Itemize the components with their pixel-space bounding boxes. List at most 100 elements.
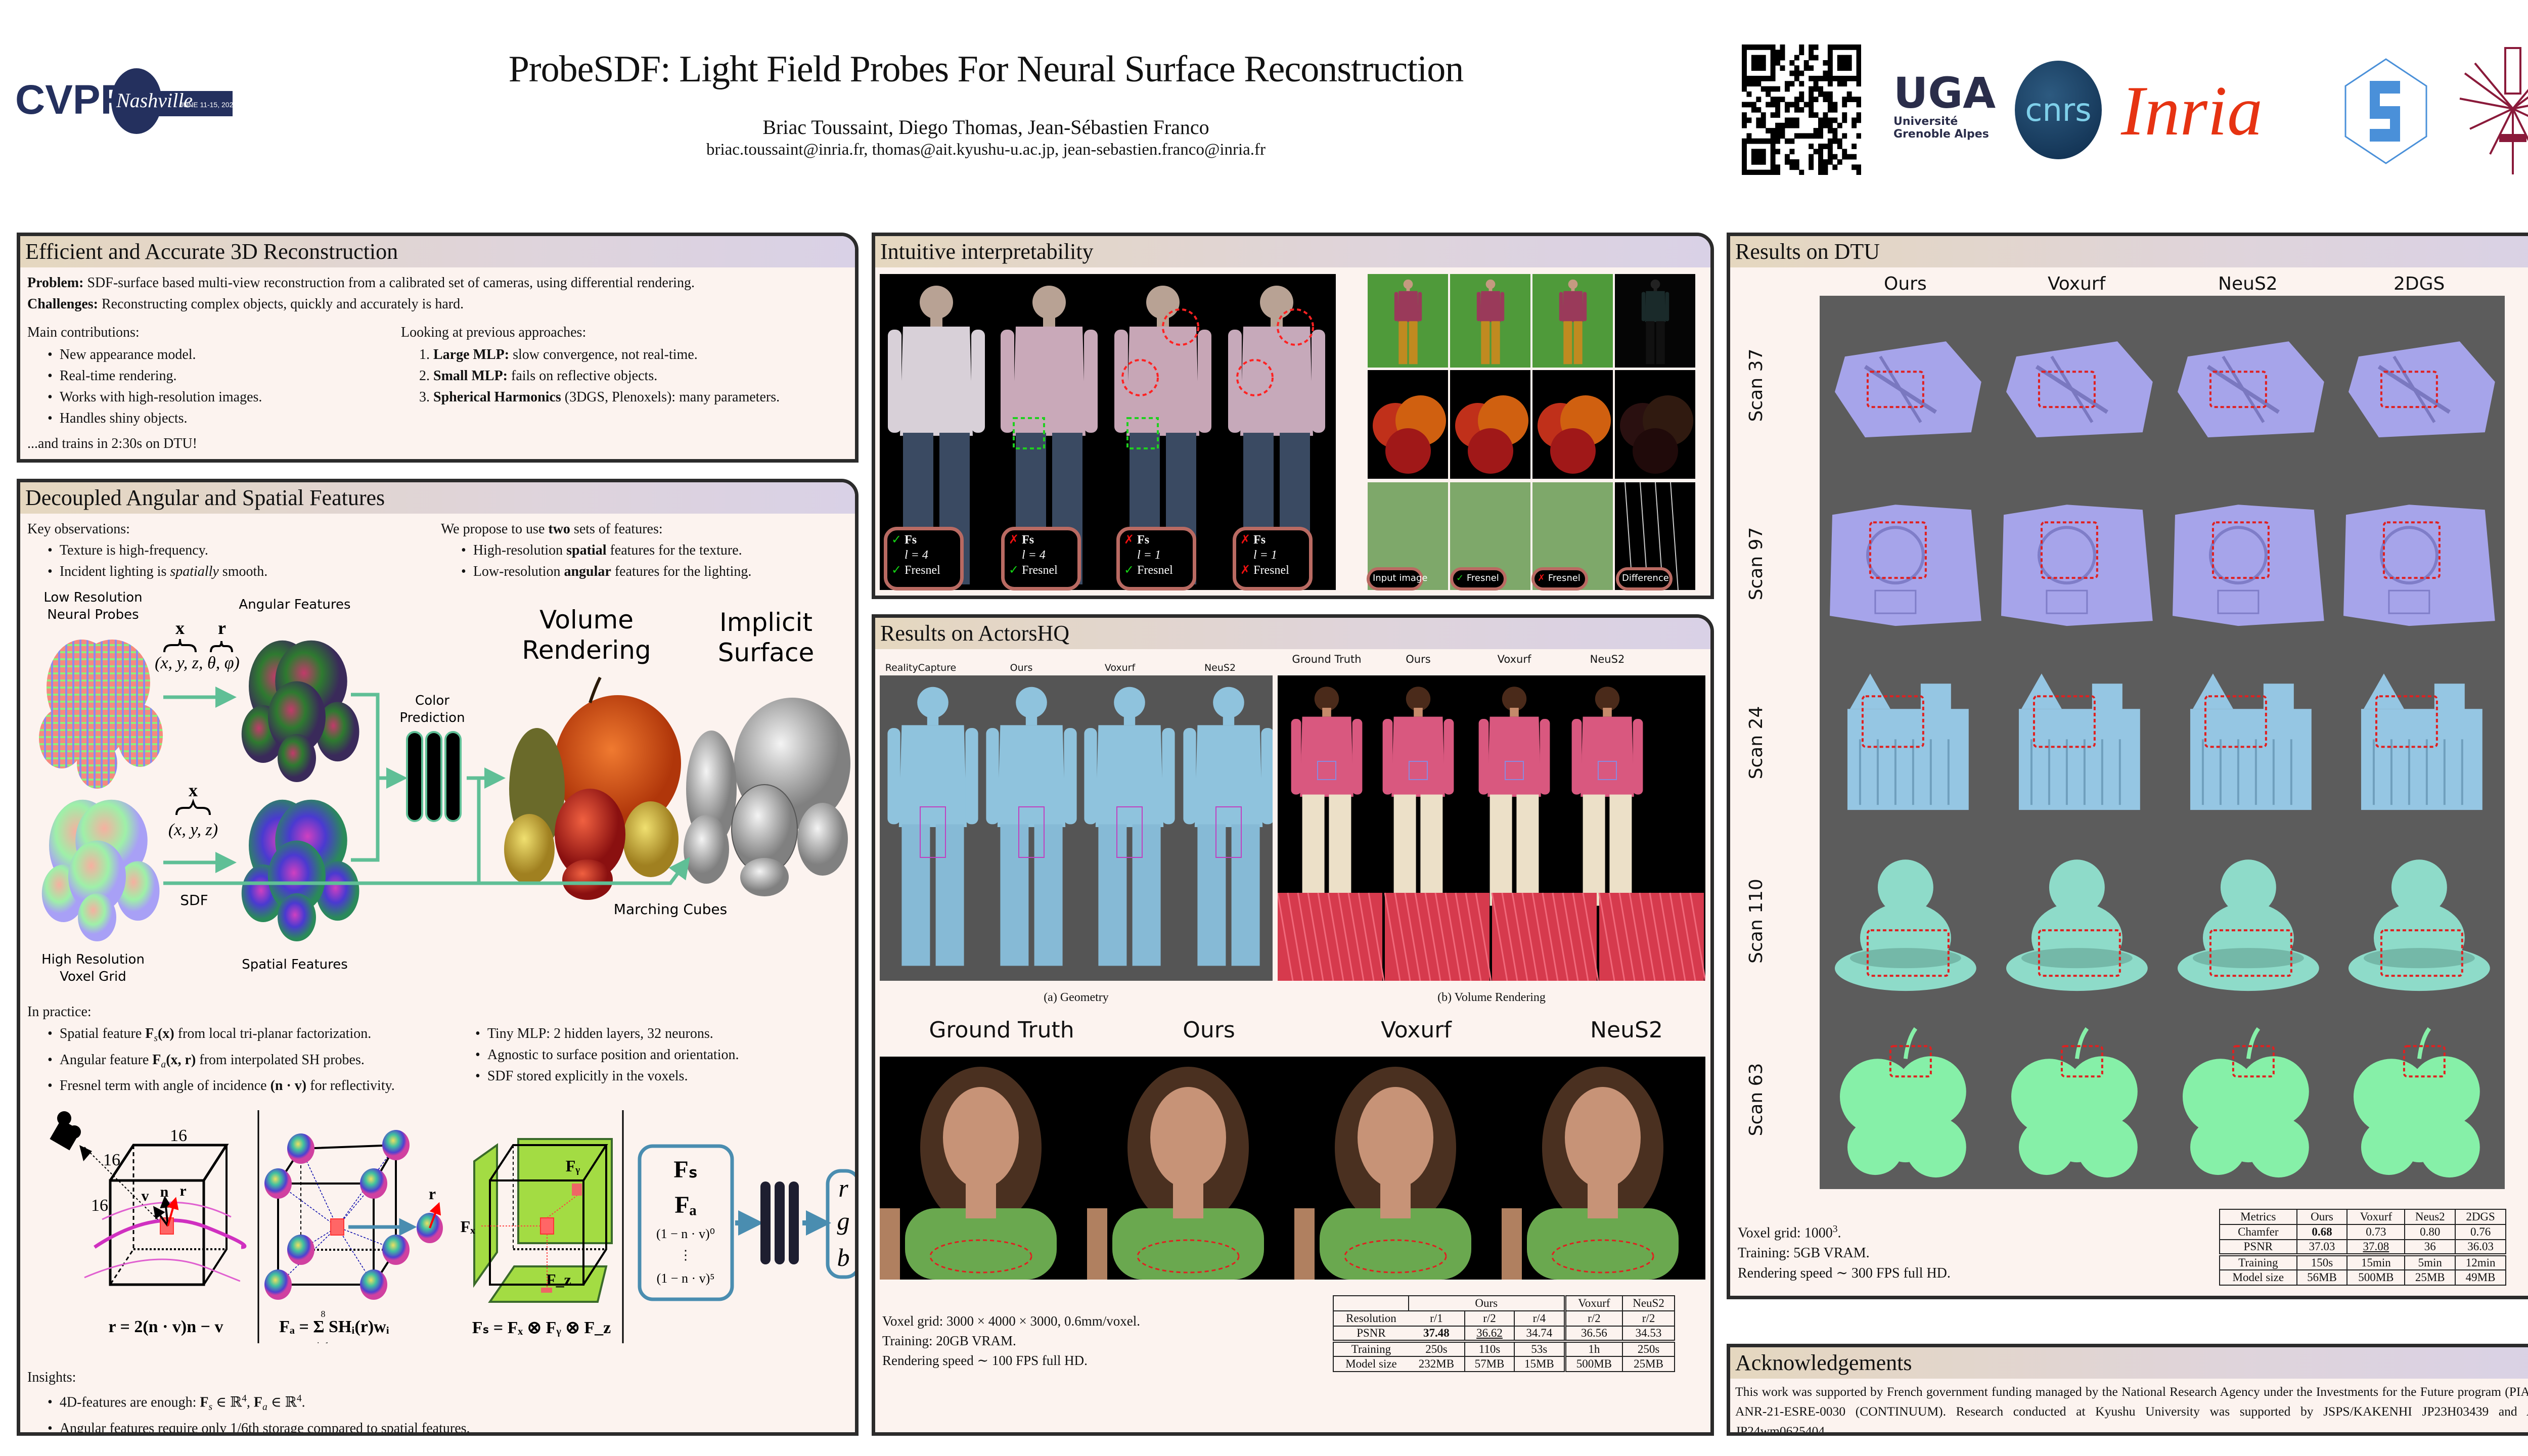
text-segment: angular — [564, 564, 611, 579]
highlight-box — [2060, 1044, 2103, 1077]
table-cell: r/4 — [1514, 1310, 1566, 1327]
table-cell: Model size — [1333, 1356, 1409, 1372]
observations-label: Key observations: — [27, 521, 130, 537]
text-segment: ∈ ℝ — [267, 1394, 297, 1410]
label-volume: Volume — [539, 605, 634, 634]
text-segment: features for the lighting. — [611, 564, 752, 579]
output-b: b — [837, 1243, 850, 1271]
table-cell: 2DGS — [2455, 1209, 2506, 1225]
label-spatial-features: Spatial Features — [242, 957, 348, 972]
low-res-probes-image — [39, 640, 163, 789]
text-segment: slow convergence, not real-time. — [509, 347, 698, 362]
person-figure — [1382, 687, 1454, 906]
input-fs: Fₛ — [673, 1156, 697, 1183]
actors-note: Rendering speed ∼ 100 FPS full HD. — [882, 1353, 1088, 1368]
table-cell: r/1 — [1408, 1310, 1465, 1327]
brace — [175, 798, 211, 815]
table-cell: 0.76 — [2455, 1224, 2506, 1240]
column-header: NeuS2 — [1204, 662, 1236, 673]
text-segment: 3 — [1832, 1224, 1838, 1235]
text-segment: High-resolution — [473, 542, 567, 558]
text-segment: 4 — [296, 1393, 302, 1404]
training-time-note: ...and trains in 2:30s on DTU! — [27, 436, 197, 451]
label-text: Fresnel — [1466, 573, 1499, 583]
text-segment: spatially — [170, 564, 219, 579]
table-cell: 15MB — [1514, 1356, 1566, 1372]
text-segment: New appearance model. — [59, 347, 196, 362]
table-header-ours: Ours — [1408, 1295, 1566, 1311]
text-segment: (x, r) — [166, 1052, 196, 1068]
text-segment: ∈ ℝ — [212, 1394, 242, 1410]
dtu-row-label: Scan 24 — [1746, 706, 1767, 779]
text-segment: Low-resolution — [473, 564, 564, 579]
dtu-result-image — [2354, 1027, 2480, 1177]
actors-note: Training: 20GB VRAM. — [882, 1333, 1016, 1348]
label-fy: Fᵧ — [566, 1157, 580, 1175]
emails: briac.toussaint@inria.fr, thomas@ait.kyu… — [706, 141, 1266, 159]
label-r: r — [179, 1182, 186, 1199]
section-title: Results on DTU — [1730, 236, 2528, 267]
output-g: g — [837, 1207, 850, 1235]
sh-degree: l = 4 — [1022, 549, 1046, 562]
text-segment: Challenges: — [27, 296, 98, 312]
label-tuple-5d: (x, y, z, θ, φ) — [155, 654, 240, 672]
text-segment: Spherical Harmonics — [433, 389, 561, 405]
text-segment: a — [161, 1059, 166, 1070]
list-item: Angular feature Fa(x, r) from interpolat… — [48, 1050, 462, 1076]
uga-sub1: Université — [1893, 115, 1958, 128]
highlight-box — [1116, 806, 1143, 858]
practice-list-right: Tiny MLP: 2 hidden layers, 32 neurons.Ag… — [475, 1023, 855, 1087]
dtu-row-label: Scan 63 — [1746, 1063, 1767, 1136]
text-segment: Reconstructing complex objects, quickly … — [98, 296, 464, 312]
table-cell: 0.73 — [2346, 1224, 2406, 1240]
highlight-box — [2204, 695, 2267, 748]
highlight-box — [920, 806, 946, 858]
flow-arrows — [163, 687, 690, 885]
fs-label: Fs — [1253, 533, 1266, 547]
actors-note: Voxel grid: 3000 × 4000 × 3000, 0.6mm/vo… — [882, 1313, 1140, 1329]
knit-closeup-strip — [1278, 892, 1705, 981]
fresnel-row-fruits — [1532, 370, 1613, 479]
table-cell: 37.48 — [1408, 1326, 1465, 1342]
text-segment: spatial — [566, 542, 607, 558]
qr-code[interactable] — [1742, 44, 1861, 175]
table-cell: 34.53 — [1622, 1326, 1675, 1342]
text-segment: from local tri-planar factorization. — [174, 1026, 372, 1041]
fresnel-row-fruits — [1615, 370, 1695, 479]
dtu-result-image — [2172, 505, 2324, 626]
list-item: Angular features require only 1/6th stor… — [48, 1418, 855, 1432]
table-cell: 36.56 — [1563, 1326, 1623, 1342]
cross-icon: ✗ — [1124, 533, 1135, 547]
text-segment: fails on reflective objects. — [508, 368, 658, 384]
person-figure — [1476, 279, 1505, 365]
cross-icon: ✗ — [1009, 533, 1019, 547]
highlight-box — [2232, 1044, 2275, 1077]
mlp-icon — [406, 731, 462, 822]
table-cell: 57MB — [1464, 1356, 1515, 1372]
ablation-label: ✓ Fs l = 4 ✓ Fresnel — [884, 527, 964, 590]
contributions-label: Main contributions: — [27, 325, 140, 340]
highlight-box — [1889, 1044, 1932, 1077]
table-cell: PSNR — [1333, 1326, 1409, 1342]
acknowledgements-text: This work was supported by French govern… — [1735, 1384, 2528, 1436]
highlight-box — [1869, 521, 1927, 579]
table-cell: Resolution — [1333, 1310, 1409, 1327]
label-r: r — [429, 1185, 436, 1203]
input-ellipsis: ⋮ — [679, 1248, 692, 1262]
column-header: NeuS2 — [1590, 1017, 1663, 1043]
table-cell: 500MB — [2346, 1269, 2406, 1286]
label-x: x — [175, 618, 185, 638]
kyushu-university-emblem — [2459, 47, 2528, 174]
dtu-column-header: 2DGS — [2393, 274, 2445, 294]
fresnel-row-mannequin — [1532, 274, 1613, 368]
label-implicit: Implicit — [719, 608, 812, 637]
panel-interpretability: Intuitive interpretability ✓ Fs l = 4 ✓ … — [872, 233, 1714, 599]
list-item: High-resolution spatial features for the… — [461, 540, 855, 561]
implicit-surface-image — [684, 698, 850, 896]
person-figure — [986, 687, 1077, 966]
fs-label: Fs — [1137, 533, 1150, 547]
label-r: r — [218, 618, 226, 638]
